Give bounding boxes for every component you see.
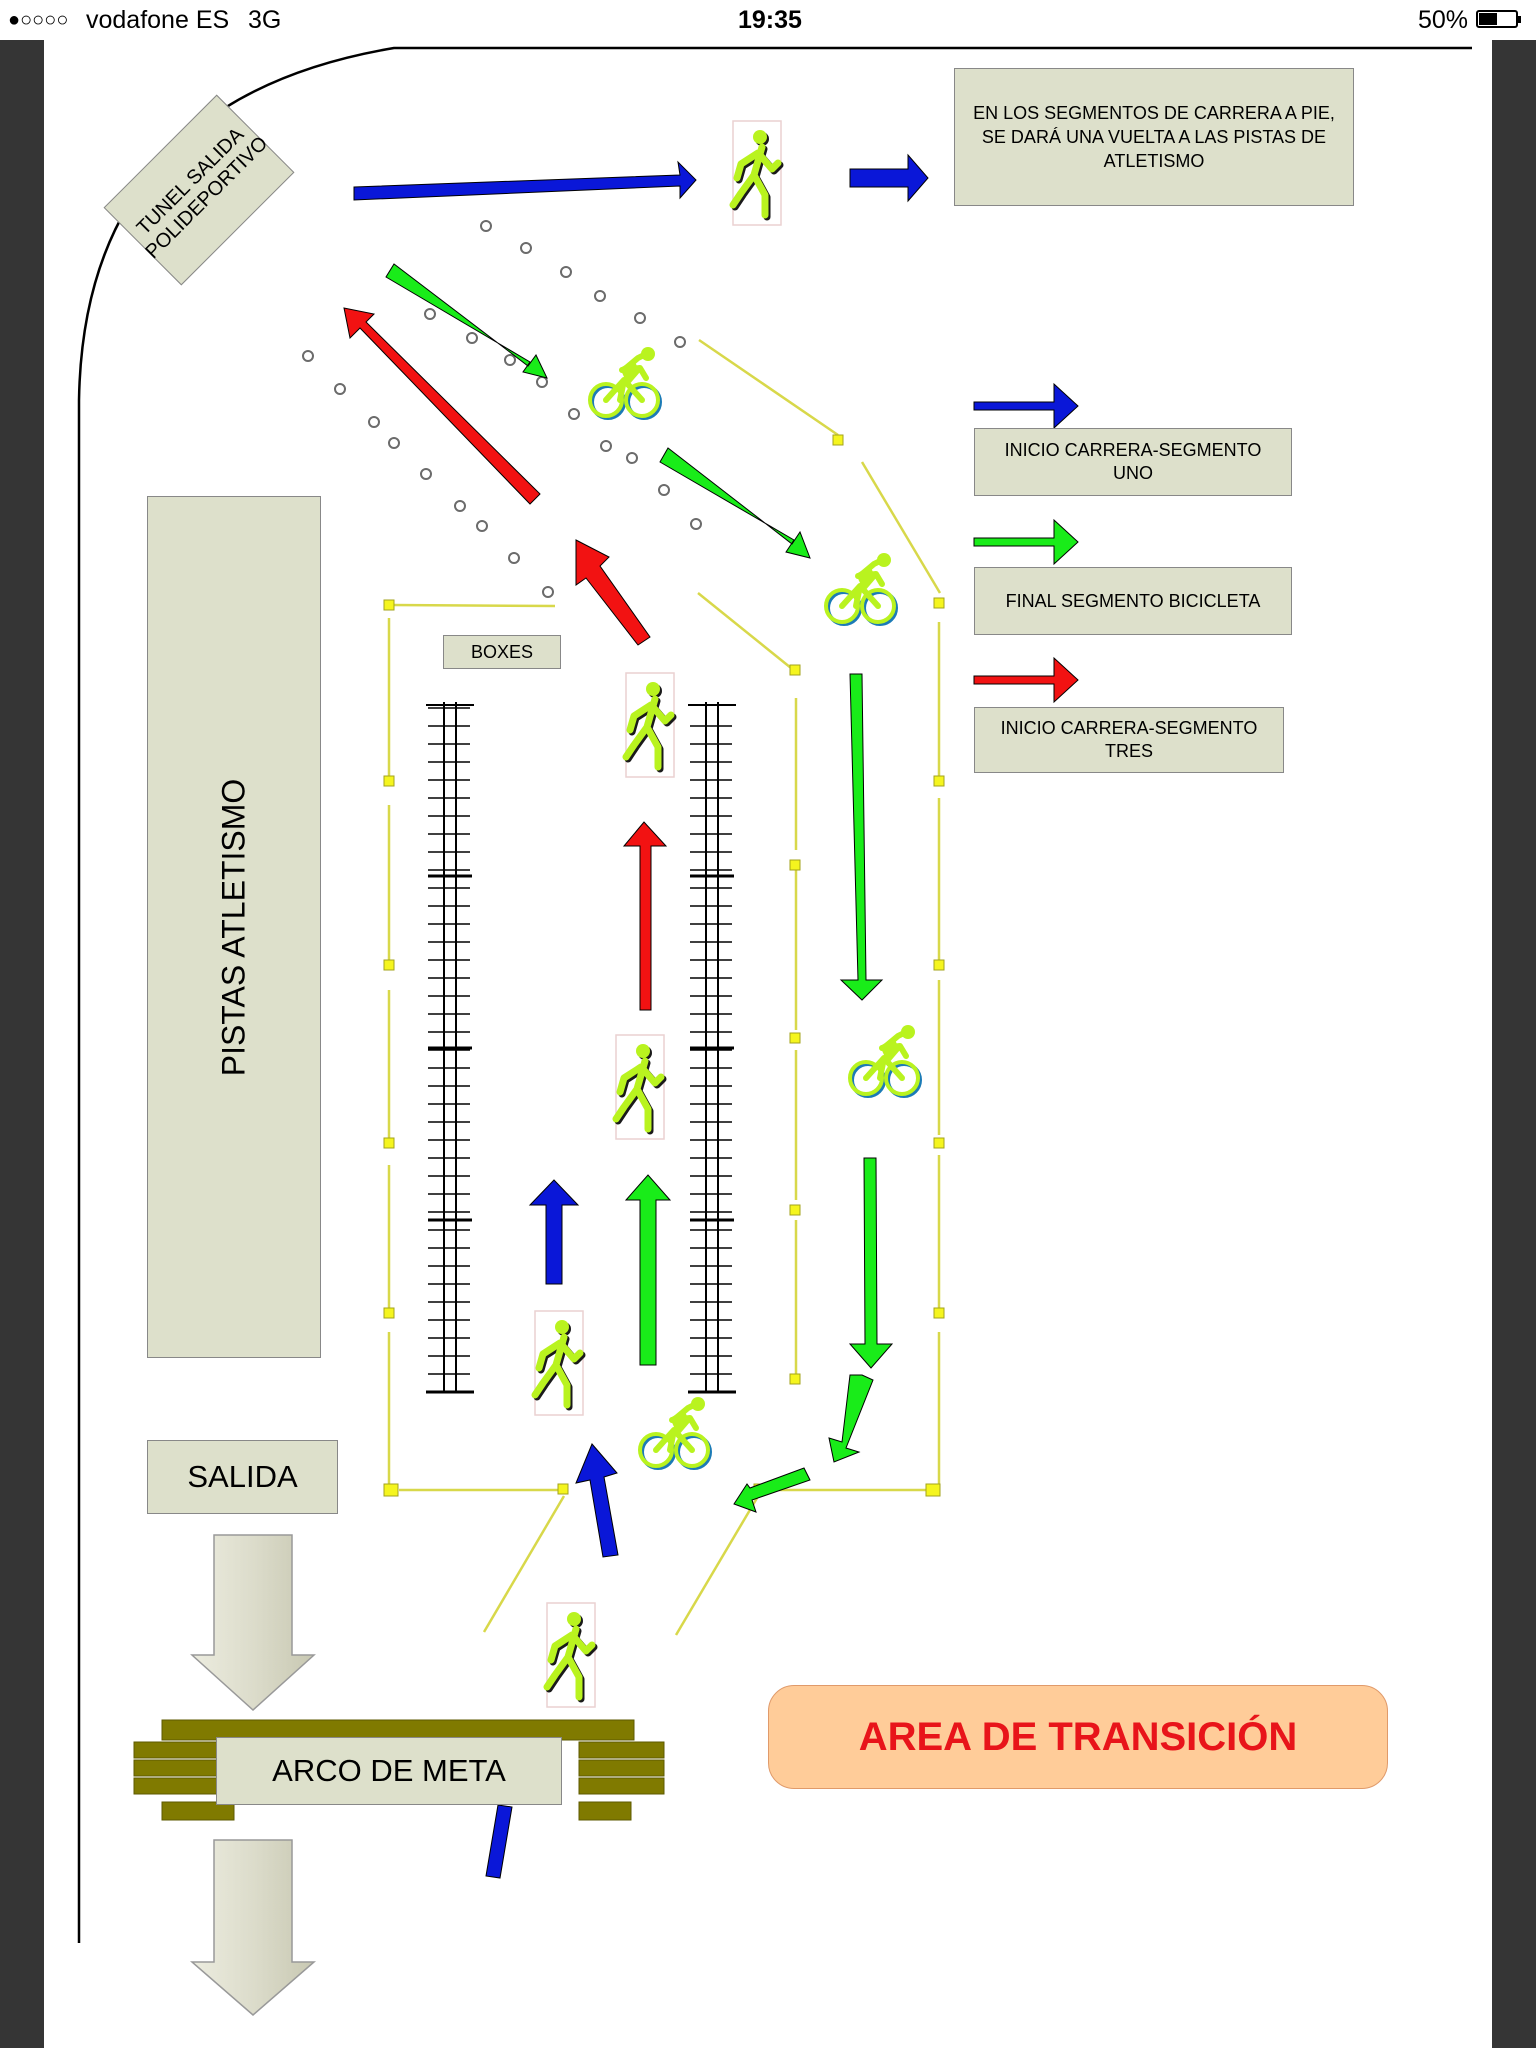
blue-arrow-rack bbox=[528, 1179, 580, 1285]
runner-icon bbox=[535, 1311, 583, 1415]
cyclist-icon bbox=[826, 553, 896, 624]
green-arrow-2 bbox=[659, 447, 811, 559]
runner-icon bbox=[616, 1035, 664, 1139]
cyclist-icon bbox=[590, 347, 660, 418]
runner-icon bbox=[547, 1603, 595, 1707]
right-margin bbox=[1492, 40, 1536, 2048]
bike-rack bbox=[424, 700, 738, 1394]
legend-arrow-red bbox=[973, 656, 1079, 704]
battery-icon bbox=[1476, 10, 1521, 28]
red-arrow-3 bbox=[622, 821, 668, 1011]
cyclist-icon bbox=[640, 1397, 710, 1468]
green-arrow-7 bbox=[624, 1174, 672, 1366]
start-exit-arrow bbox=[190, 1534, 316, 1712]
bike-rack-rungs bbox=[428, 707, 734, 1375]
legend-item-end-bike: FINAL SEGMENTO BICICLETA bbox=[974, 567, 1292, 635]
document-page[interactable]: TUNEL SALIDA POLIDEPORTIVO EN LOS SEGMEN… bbox=[44, 40, 1492, 2048]
green-route-arrows bbox=[385, 263, 894, 1513]
finish-exit-arrow bbox=[189, 1839, 317, 2016]
course-note: EN LOS SEGMENTOS DE CARRERA A PIE, SE DA… bbox=[954, 68, 1354, 206]
finish-arch-label: ARCO DE META bbox=[216, 1737, 562, 1805]
network-type: 3G bbox=[248, 6, 282, 34]
clock: 19:35 bbox=[738, 6, 802, 34]
cone-icon bbox=[302, 220, 702, 598]
athletics-track-label: PISTAS ATLETISMO bbox=[147, 496, 321, 1358]
green-arrow-4 bbox=[848, 1157, 894, 1369]
blue-route-arrows bbox=[353, 153, 929, 1879]
signal-strength-icon: ●○○○○ bbox=[8, 9, 69, 31]
carrier-name: vodafone ES bbox=[86, 6, 230, 34]
cyclist-icon bbox=[850, 1025, 920, 1096]
blue-arrow-bottom bbox=[485, 1804, 513, 1879]
legend-item-start-run-3: INICIO CARRERA-SEGMENTO TRES bbox=[974, 707, 1284, 773]
runner-icon bbox=[733, 121, 781, 225]
left-margin bbox=[0, 40, 44, 2048]
legend-arrow-blue bbox=[973, 382, 1079, 430]
athletics-track-text: PISTAS ATLETISMO bbox=[215, 778, 252, 1076]
status-bar: ●○○○○ vodafone ES 3G 19:35 50% bbox=[0, 0, 1536, 40]
finish-arch bbox=[133, 1719, 665, 1821]
green-arrow-6 bbox=[733, 1467, 811, 1513]
red-arrow-2 bbox=[575, 539, 651, 646]
fence-post bbox=[383, 434, 945, 1497]
red-arrow-1 bbox=[343, 307, 541, 505]
blue-arrow-entry bbox=[575, 1443, 619, 1558]
legend-item-start-run-1: INICIO CARRERA-SEGMENTO UNO bbox=[974, 428, 1292, 496]
legend-arrows bbox=[973, 382, 1079, 704]
green-arrow-5 bbox=[828, 1374, 874, 1463]
blue-arrow-top bbox=[353, 160, 697, 201]
start-label: SALIDA bbox=[147, 1440, 338, 1514]
battery-tip bbox=[1518, 16, 1521, 23]
battery-level bbox=[1479, 13, 1497, 25]
boxes-label: BOXES bbox=[443, 635, 561, 669]
runner-icon bbox=[626, 673, 674, 777]
fence-post bbox=[387, 338, 942, 1636]
red-route-arrows bbox=[343, 307, 668, 1011]
green-arrow-1 bbox=[385, 263, 548, 379]
transition-area-title: AREA DE TRANSICIÓN bbox=[768, 1685, 1388, 1789]
battery-percent: 50% bbox=[1418, 6, 1469, 34]
blue-arrow-top-short bbox=[849, 153, 929, 203]
legend-arrow-green bbox=[973, 518, 1079, 566]
green-arrow-3 bbox=[839, 673, 884, 1001]
